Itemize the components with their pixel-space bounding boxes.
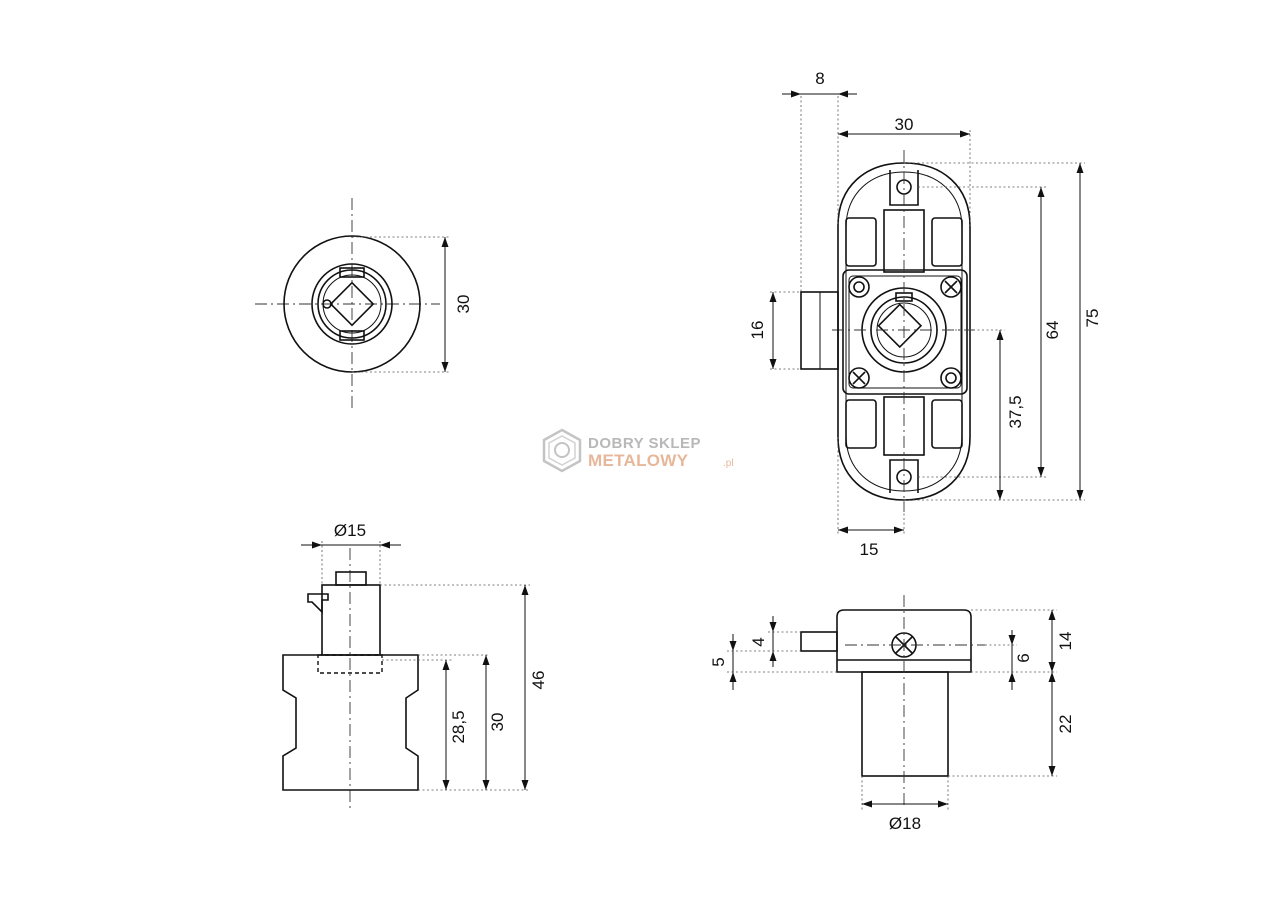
dim-bottom-cylinder-length: 22 <box>1056 715 1075 734</box>
dim-bottom-bolt-offset: 5 <box>709 657 728 666</box>
watermark-line2: METALOWY <box>588 451 689 470</box>
dim-bottom-cam-offset: 6 <box>1014 653 1033 662</box>
watermark-logo: DOBRY SKLEP METALOWY .pl <box>542 428 734 473</box>
dim-rear-center-offset: 37,5 <box>1006 395 1025 428</box>
dim-side-cylinder-diameter: Ø15 <box>334 521 366 540</box>
dim-side-body-height: 30 <box>488 713 507 732</box>
side-view: Ø15 46 30 28,5 <box>282 521 548 812</box>
dim-rear-bolt-height: 16 <box>748 321 767 340</box>
dim-bottom-cylinder-diameter: Ø18 <box>889 814 921 833</box>
dim-side-inner-height: 28,5 <box>449 710 468 743</box>
dim-bottom-bolt-height: 4 <box>749 637 768 646</box>
dim-front-diameter: 30 <box>454 295 473 314</box>
watermark-suffix: .pl <box>723 458 734 469</box>
dim-rear-plate-offset: 8 <box>815 69 824 88</box>
watermark-line1: DOBRY SKLEP <box>588 435 701 452</box>
dim-rear-plate-width: 30 <box>895 115 914 134</box>
dim-rear-hole-spacing: 64 <box>1043 321 1062 340</box>
front-view: 30 <box>255 198 473 410</box>
dim-bottom-plate-height: 14 <box>1056 632 1075 651</box>
dim-rear-half-width: 15 <box>860 540 879 559</box>
hexagon-bolt-icon <box>542 428 582 473</box>
dim-rear-plate-height: 75 <box>1083 309 1102 328</box>
bottom-view: 4 5 14 6 22 Ø18 <box>709 595 1075 833</box>
rear-view: 8 30 16 64 75 37,5 15 <box>748 69 1102 559</box>
dim-side-total-height: 46 <box>529 671 548 690</box>
